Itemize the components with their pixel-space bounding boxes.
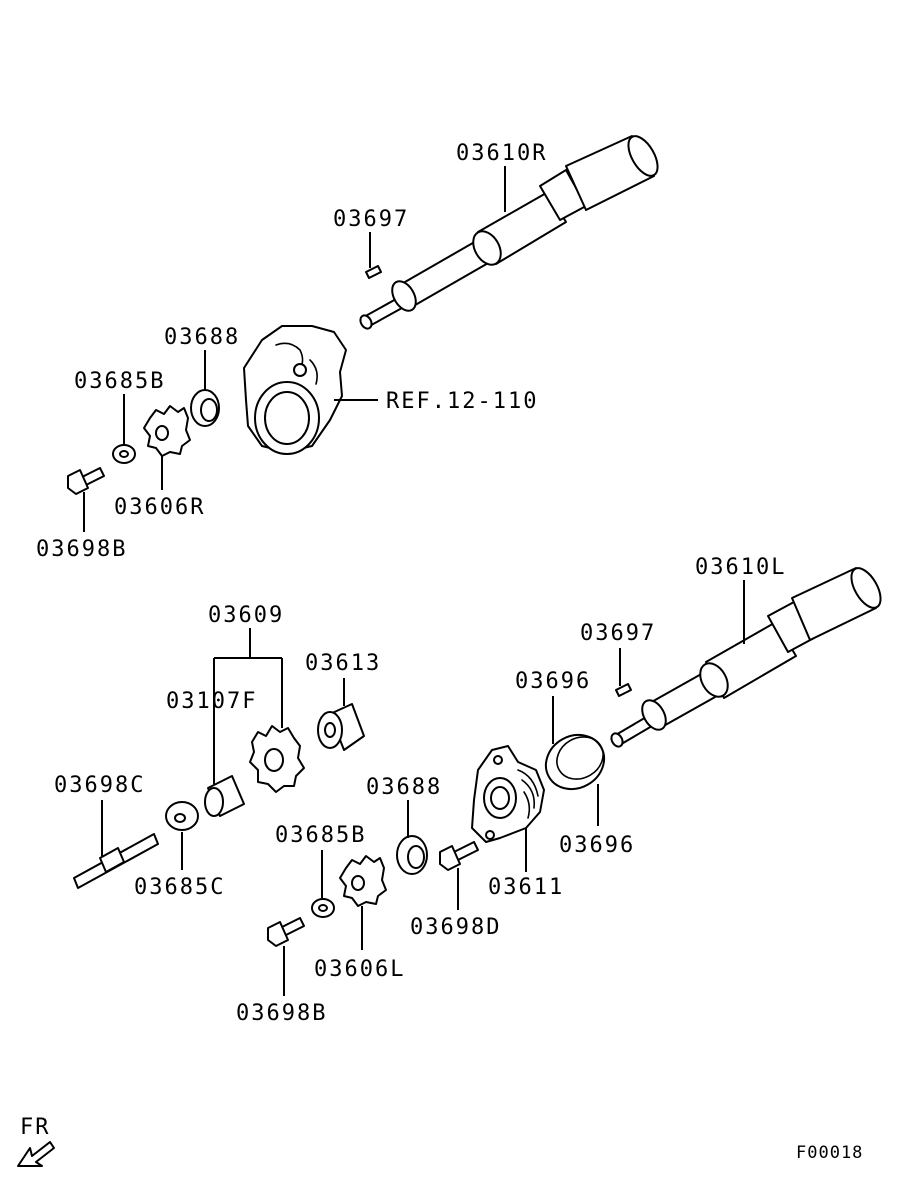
bushing-03107f <box>204 775 245 817</box>
bolt-03698b-upper <box>67 467 105 495</box>
label-03698b-lower: 03698B <box>236 1001 327 1026</box>
shaft-03610r <box>359 135 659 330</box>
bolt-03698b-lower <box>267 917 305 947</box>
label-03688-lower: 03688 <box>366 775 442 800</box>
label-03611: 03611 <box>488 875 564 900</box>
key-03697-upper <box>365 265 382 279</box>
bolt-03698c <box>73 833 159 889</box>
leader-lines <box>83 166 745 996</box>
label-ref-12-110: REF.12-110 <box>386 389 538 414</box>
key-03697-lower <box>615 683 632 697</box>
label-03698b-upper: 03698B <box>36 537 127 562</box>
bushing-03613 <box>317 703 365 751</box>
label-03698d: 03698D <box>410 915 501 940</box>
label-03688-upper: 03688 <box>164 325 240 350</box>
washer-03685b-lower <box>311 898 335 918</box>
gear-03609 <box>249 725 305 793</box>
bolt-03698d <box>439 841 479 871</box>
label-03606l: 03606L <box>314 957 405 982</box>
seal-03688-lower <box>396 835 428 875</box>
shaft-03610l <box>610 567 882 748</box>
label-03696-a: 03696 <box>515 669 591 694</box>
label-03107f: 03107F <box>166 689 257 714</box>
label-03697-lower: 03697 <box>580 621 656 646</box>
label-03610r: 03610R <box>456 141 547 166</box>
housing-ref-12-110 <box>243 325 347 455</box>
label-03685b-upper: 03685B <box>74 369 165 394</box>
label-03613: 03613 <box>305 651 381 676</box>
seal-03688-upper <box>190 389 220 427</box>
washer-03685b-upper <box>112 444 136 464</box>
label-03685c: 03685C <box>134 875 225 900</box>
label-03609: 03609 <box>208 603 284 628</box>
gear-03606l <box>339 855 387 907</box>
washer-03685c <box>165 801 199 831</box>
ring-03696 <box>544 733 606 791</box>
fr-label: FR <box>20 1115 51 1140</box>
label-03685b-lower: 03685B <box>275 823 366 848</box>
label-03606r: 03606R <box>114 495 205 520</box>
label-03610l: 03610L <box>695 555 786 580</box>
figure-code: F00018 <box>796 1143 863 1163</box>
housing-03611 <box>471 745 545 843</box>
gear-03606r <box>143 405 191 457</box>
label-03697-upper: 03697 <box>333 207 409 232</box>
label-03698c: 03698C <box>54 773 145 798</box>
label-03696-b: 03696 <box>559 833 635 858</box>
fr-arrow-icon <box>17 1141 55 1167</box>
